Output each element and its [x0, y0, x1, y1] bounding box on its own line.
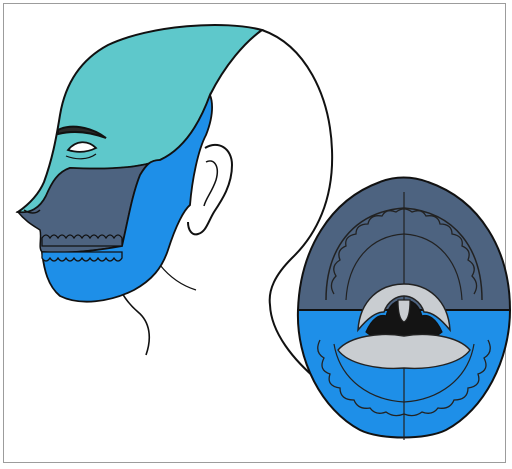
tongue — [338, 335, 470, 369]
oral-cavity-view — [298, 178, 510, 441]
head-profile — [18, 25, 332, 390]
chin-neck-line — [160, 265, 196, 290]
